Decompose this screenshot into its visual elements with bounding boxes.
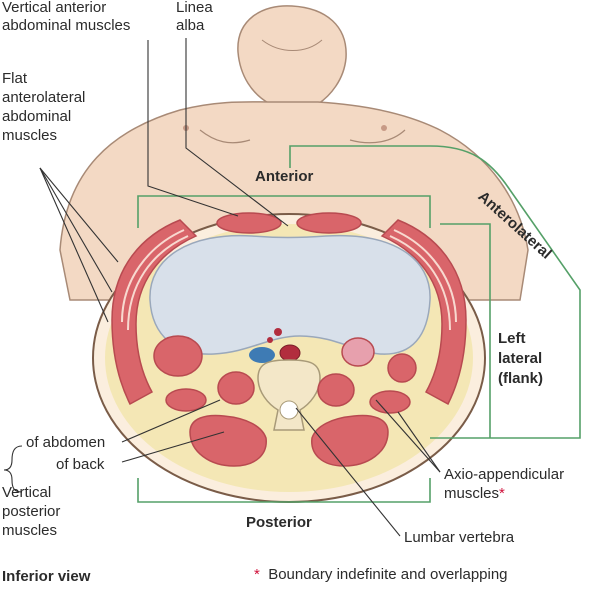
leader-of-back: [121, 431, 225, 463]
label-flat-2: anterolateral: [2, 89, 86, 106]
rectus-left: [216, 212, 282, 234]
peritoneal-cavity: [149, 234, 431, 355]
lateral-bracket: [440, 223, 491, 438]
left-psoas: [217, 371, 255, 405]
right-flat-muscles: [380, 219, 467, 406]
rectus-right: [296, 212, 362, 234]
leader-flat-1: [39, 167, 119, 263]
aorta: [279, 344, 301, 362]
leader-vertical-anterior: [147, 40, 239, 217]
label-vertical-anterior-1: Vertical anterior: [2, 0, 107, 16]
label-left-3: (flank): [498, 370, 543, 387]
left-flat-stripes: [121, 229, 189, 331]
label-linea-alba-1: Linea: [176, 0, 213, 16]
left-back-muscle: [189, 414, 267, 467]
label-flat-3: abdominal: [2, 108, 72, 125]
vertical-posterior-brace: [3, 445, 23, 493]
left-quadratus: [165, 388, 207, 412]
vena-cava: [249, 347, 275, 363]
footnote-text: Boundary indefinite and overlapping: [268, 566, 508, 583]
footnote-asterisk: *: [254, 566, 260, 583]
label-linea-alba-2: alba: [176, 17, 205, 34]
label-left-1: Left: [498, 330, 526, 347]
leader-axio-2: [375, 399, 441, 473]
chest-line-left: [199, 129, 251, 144]
right-psoas: [317, 373, 355, 407]
leader-linea-alba: [185, 38, 289, 227]
label-vertical-posterior-2: posterior: [2, 503, 61, 520]
right-nipple: [381, 125, 387, 131]
footnote: * Boundary indefinite and overlapping: [254, 566, 508, 583]
right-quadratus: [369, 390, 411, 414]
label-flat-1: Flat: [2, 70, 28, 87]
chest-line-right: [349, 129, 406, 144]
cross-section: [92, 212, 486, 503]
ureter-dot-1: [274, 328, 282, 336]
right-kidney-lower: [387, 353, 417, 383]
spinal-canal: [279, 400, 299, 420]
label-flat-4: muscles: [2, 127, 58, 144]
label-vertical-posterior-1: Vertical: [2, 484, 52, 501]
label-of-abdomen: of abdomen: [26, 434, 106, 451]
label-inferior-view: Inferior view: [2, 568, 91, 585]
label-vertical-posterior-3: muscles: [2, 522, 58, 539]
lumbar-vertebra-shape: [257, 359, 321, 431]
label-axio-2: muscles*: [444, 485, 505, 502]
label-left-2: lateral: [498, 350, 543, 367]
label-axio-2-text: muscles: [444, 485, 500, 502]
right-kidney: [341, 337, 375, 367]
ureter-dot-2: [267, 337, 273, 343]
label-posterior: Posterior: [246, 514, 312, 531]
head: [237, 5, 347, 105]
region-brackets: [137, 145, 581, 503]
label-of-back: of back: [56, 456, 105, 473]
label-lumbar-vertebra: Lumbar vertebra: [404, 529, 515, 546]
anterior-bracket: [137, 195, 431, 228]
leader-flat-3: [39, 167, 109, 323]
label-vertical-anterior-2: abdominal muscles: [2, 17, 131, 34]
label-axio-1: Axio-appendicular: [444, 466, 565, 483]
right-flat-stripes: [389, 229, 457, 331]
leader-flat-2: [39, 167, 113, 293]
leader-lines: [3, 38, 441, 537]
leader-axio-1: [397, 411, 441, 473]
leader-lumbar: [295, 407, 401, 537]
label-axio-asterisk: *: [499, 485, 505, 502]
chin-line: [261, 39, 323, 51]
label-anterior: Anterior: [255, 168, 314, 185]
anterolateral-bracket: [289, 145, 581, 439]
left-flat-muscles: [111, 219, 198, 406]
right-back-muscle: [311, 414, 389, 467]
left-kidney: [153, 335, 203, 377]
leader-of-abdomen: [121, 399, 221, 443]
posterior-bracket: [137, 478, 431, 503]
